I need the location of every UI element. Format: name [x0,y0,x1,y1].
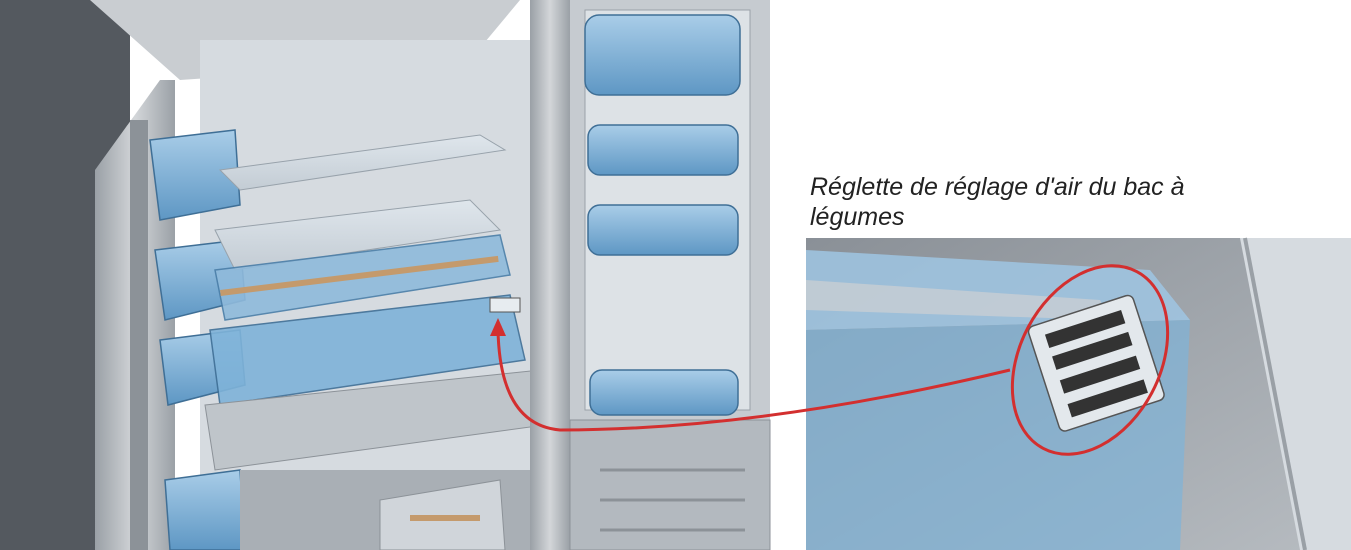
air-slider-slot-2 [1052,331,1133,370]
freezer-wood-trim [410,515,480,521]
callout-arrow-line [496,329,1011,432]
callout-ellipse [1010,264,1170,456]
air-slider-slot-4 [1067,379,1148,418]
callout-annotation [490,264,1170,456]
freezer-door [569,419,771,550]
crisper-drawer-lower [209,294,526,406]
right-door-bin-1 [584,14,741,96]
refrigerator-overview [0,0,771,550]
air-slider-small [489,297,521,313]
left-door-edge [130,120,148,550]
center-divider [530,0,570,550]
detail-shelf-edge [806,280,1110,320]
right-door-bin-3 [587,204,739,256]
detail-inset [806,237,1351,550]
air-slider-slot-3 [1059,355,1141,394]
air-slider-detail [1027,294,1165,432]
air-slider-slot-1 [1044,309,1126,348]
right-door-bin-4 [589,369,739,416]
callout-arrowhead [490,318,506,336]
detail-wall-edge [1243,237,1307,550]
door-bin-1 [149,129,241,221]
right-door-bin-2 [587,124,739,176]
crisper-wood-trim [220,255,499,296]
glass-shelf-middle [214,199,502,271]
door-bin-4 [164,469,246,550]
glass-shelf-upper [218,134,507,191]
callout-label: Réglette de réglage d'air du bac à légum… [810,173,1185,231]
detail-right-wall [1240,238,1351,550]
